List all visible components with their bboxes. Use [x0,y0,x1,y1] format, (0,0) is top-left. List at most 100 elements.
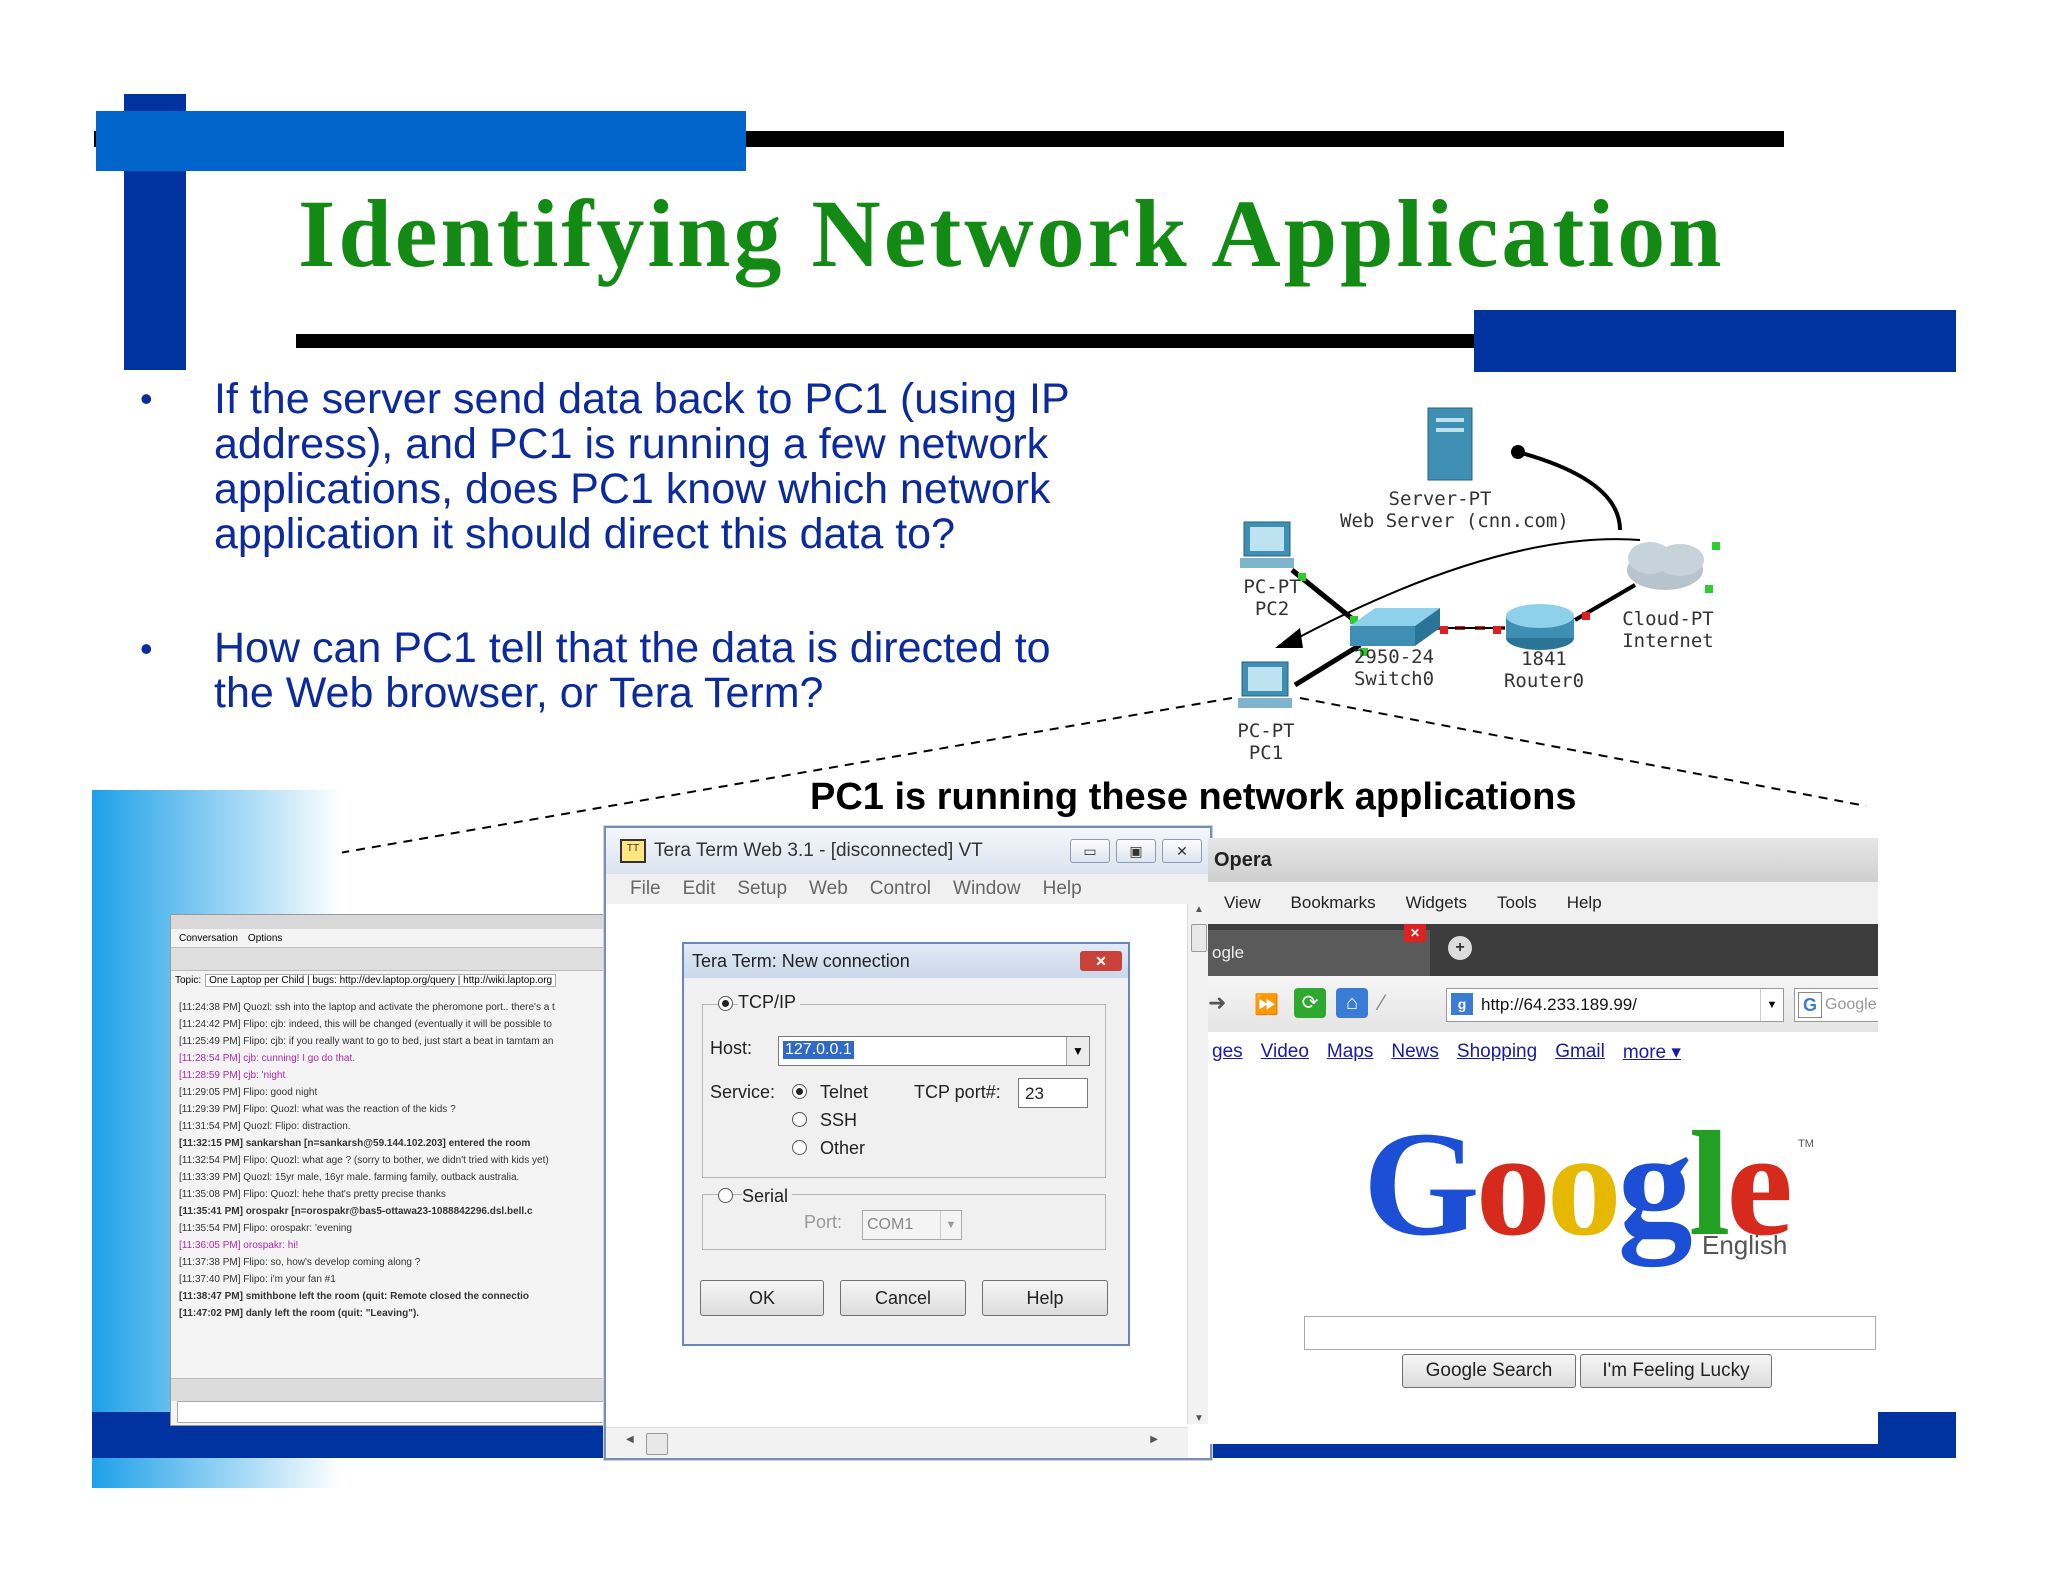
wand-icon[interactable]: ⁄ [1380,990,1384,1015]
chat-message: [11:29:05 PM] Flipo: good night [179,1087,318,1098]
link-shopping[interactable]: Shopping [1456,1041,1538,1062]
site-icon: g [1451,993,1473,1015]
server-label: Server-PT Web Server (cnn.com) [1340,488,1569,532]
menu-file[interactable]: File [630,878,661,899]
link-more[interactable]: more ▾ [1622,1041,1681,1063]
chat-menu-options[interactable]: Options [247,932,283,944]
link-video[interactable]: Video [1260,1041,1309,1062]
menu-setup[interactable]: Setup [737,878,788,899]
chat-toolbar [171,947,611,971]
chat-topic-field[interactable]: One Laptop per Child | bugs: http://dev.… [205,973,557,987]
ssh-radio[interactable] [792,1112,807,1127]
tcp-port-field[interactable]: 23 [1018,1078,1088,1108]
opera-title: Opera [1214,848,1272,871]
scroll-down-icon[interactable]: ▼ [1194,1413,1204,1424]
port-combobox[interactable]: COM1 ▼ [862,1210,962,1240]
link-news[interactable]: News [1391,1041,1439,1062]
telnet-radio[interactable] [792,1084,807,1099]
new-tab-icon[interactable]: + [1448,936,1472,960]
menu-edit[interactable]: Edit [682,878,716,899]
pc-icon [1240,521,1294,568]
serial-label: Serial [742,1186,793,1207]
chat-log[interactable]: [11:24:38 PM] Quozl: ssh into the laptop… [171,989,611,1322]
chat-input[interactable] [177,1401,611,1423]
scroll-right-icon[interactable]: ▶ [1150,1434,1158,1445]
menu-tools[interactable]: Tools [1497,893,1537,912]
teraterm-hscrollbar[interactable]: ◀ ▶ [606,1427,1188,1458]
port-value: COM1 [867,1216,914,1233]
tcpip-radio[interactable] [718,996,733,1011]
teraterm-vscrollbar[interactable]: ▲ ▼ [1187,904,1210,1424]
menu-help[interactable]: Help [1042,878,1082,899]
reload-icon[interactable]: ⟳ [1294,988,1326,1018]
google-search-button[interactable]: Google Search [1402,1354,1576,1388]
home-icon[interactable]: ⌂ [1336,988,1368,1018]
bullet-2: How can PC1 tell that the data is direct… [214,626,1051,716]
other-label: Other [820,1138,866,1158]
teraterm-title: Tera Term Web 3.1 - [disconnected] VT [654,840,983,861]
search-input[interactable] [1304,1316,1876,1350]
service-label: Service: [710,1082,776,1102]
minimize-icon[interactable]: ▭ [1070,839,1110,863]
scroll-up-icon[interactable]: ▲ [1194,904,1204,915]
logo-letter: o [1546,1101,1622,1267]
chat-message: [11:47:02 PM] danly left the room (quit:… [179,1308,420,1319]
pc1-label: PC-PT PC1 [1226,720,1306,764]
chat-message: [11:32:15 PM] sankarshan [n=sankarsh@59.… [179,1138,531,1149]
host-combobox[interactable]: 127.0.0.1 ▼ [778,1036,1090,1066]
serial-group [702,1194,1106,1250]
pc1-type: PC-PT [1237,720,1295,742]
help-button[interactable]: Help [982,1280,1108,1316]
scroll-thumb[interactable] [646,1433,668,1455]
maximize-icon[interactable]: ▣ [1116,839,1156,863]
feeling-lucky-button[interactable]: I'm Feeling Lucky [1580,1354,1772,1388]
server-name: Web Server (cnn.com) [1340,510,1569,532]
menu-widgets[interactable]: Widgets [1405,893,1467,912]
tab-close-icon[interactable]: ✕ [1404,924,1426,942]
close-icon[interactable]: ✕ [1162,839,1202,863]
pc-icon [1238,661,1292,708]
bullet-1-line: applications, does PC1 know which networ… [214,465,1051,513]
other-radio[interactable] [792,1140,807,1155]
link-maps[interactable]: Maps [1326,1041,1374,1062]
menu-bookmarks[interactable]: Bookmarks [1290,893,1376,912]
fast-forward-icon[interactable]: ⏩ [1254,994,1279,1016]
dialog-close-icon[interactable]: ✕ [1080,951,1122,971]
menu-window[interactable]: Window [953,878,1021,899]
chat-window: Conversation Options Topic: One Laptop p… [170,914,612,1426]
switch-label: 2950-24 Switch0 [1344,646,1444,690]
bullet-marker-2: • [140,628,153,669]
menu-view[interactable]: View [1224,893,1261,912]
chat-message: [11:35:54 PM] Flipo: orospakr: 'evening [179,1223,352,1234]
menu-help[interactable]: Help [1566,893,1602,912]
url-field[interactable]: g http://64.233.189.99/ ▼ [1446,988,1784,1022]
cancel-button[interactable]: Cancel [840,1280,966,1316]
scroll-left-icon[interactable]: ◀ [626,1434,634,1445]
serial-radio[interactable] [718,1188,733,1203]
cloud-name: Internet [1622,630,1714,652]
chevron-down-icon[interactable]: ▼ [1760,989,1783,1021]
search-engine-field[interactable]: G Google [1794,988,1878,1022]
chevron-down-icon[interactable]: ▼ [940,1211,961,1239]
chat-menu-conversation[interactable]: Conversation [179,932,238,944]
ok-button[interactable]: OK [700,1280,824,1316]
link-images[interactable]: ges [1212,1041,1243,1062]
back-icon[interactable]: ➜ [1208,990,1227,1015]
chevron-down-icon[interactable]: ▼ [1066,1037,1089,1065]
menu-web[interactable]: Web [809,878,848,899]
opera-tabbar: ogle ✕ + [1208,924,1878,976]
tcp-port-value: 23 [1025,1084,1044,1103]
port-label: Port: [804,1212,843,1232]
chat-message: [11:37:40 PM] Flipo: i'm your fan #1 [179,1274,336,1285]
bullet-1: If the server send data back to PC1 (usi… [214,377,1070,557]
browser-tab[interactable]: ogle [1208,930,1430,976]
host-value: 127.0.0.1 [783,1041,854,1059]
link-gmail[interactable]: Gmail [1555,1041,1605,1062]
logo-letter: e [1726,1101,1793,1267]
cloud-icon [1627,542,1704,590]
under-title-rule [296,334,1476,348]
scroll-thumb[interactable] [1191,924,1207,952]
menu-control[interactable]: Control [869,878,932,899]
teraterm-titlebar: TT Tera Term Web 3.1 - [disconnected] VT… [606,828,1210,874]
